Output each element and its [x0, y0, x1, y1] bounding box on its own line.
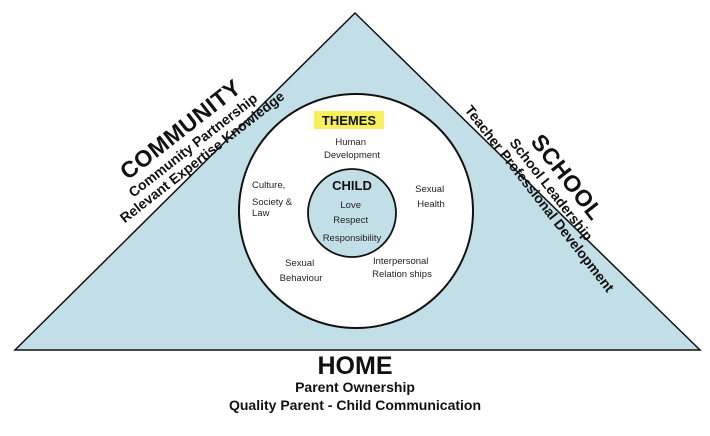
themes-title: THEMES	[322, 113, 377, 128]
home-label: HOME Parent Ownership Quality Parent - C…	[155, 353, 555, 414]
theme-human-development: Human Development	[324, 137, 380, 161]
theme-culture-society-law: Culture, Society & Law	[252, 180, 295, 219]
home-communication: Quality Parent - Child Communication	[228, 396, 482, 413]
theme-interpersonal-relationships: Interpersonal Relation ships	[372, 256, 432, 280]
home-parent-ownership: Parent Ownership	[295, 379, 415, 396]
child-circle	[307, 168, 397, 258]
themes-highlight	[314, 111, 384, 129]
child-title: CHILD	[332, 178, 372, 193]
child-values: Love Respect Responsibility	[323, 200, 382, 244]
theme-sexual-behaviour: Sexual Behaviour	[280, 258, 323, 284]
home-title: HOME	[317, 352, 393, 380]
theme-sexual-health: Sexual Health	[415, 184, 447, 210]
